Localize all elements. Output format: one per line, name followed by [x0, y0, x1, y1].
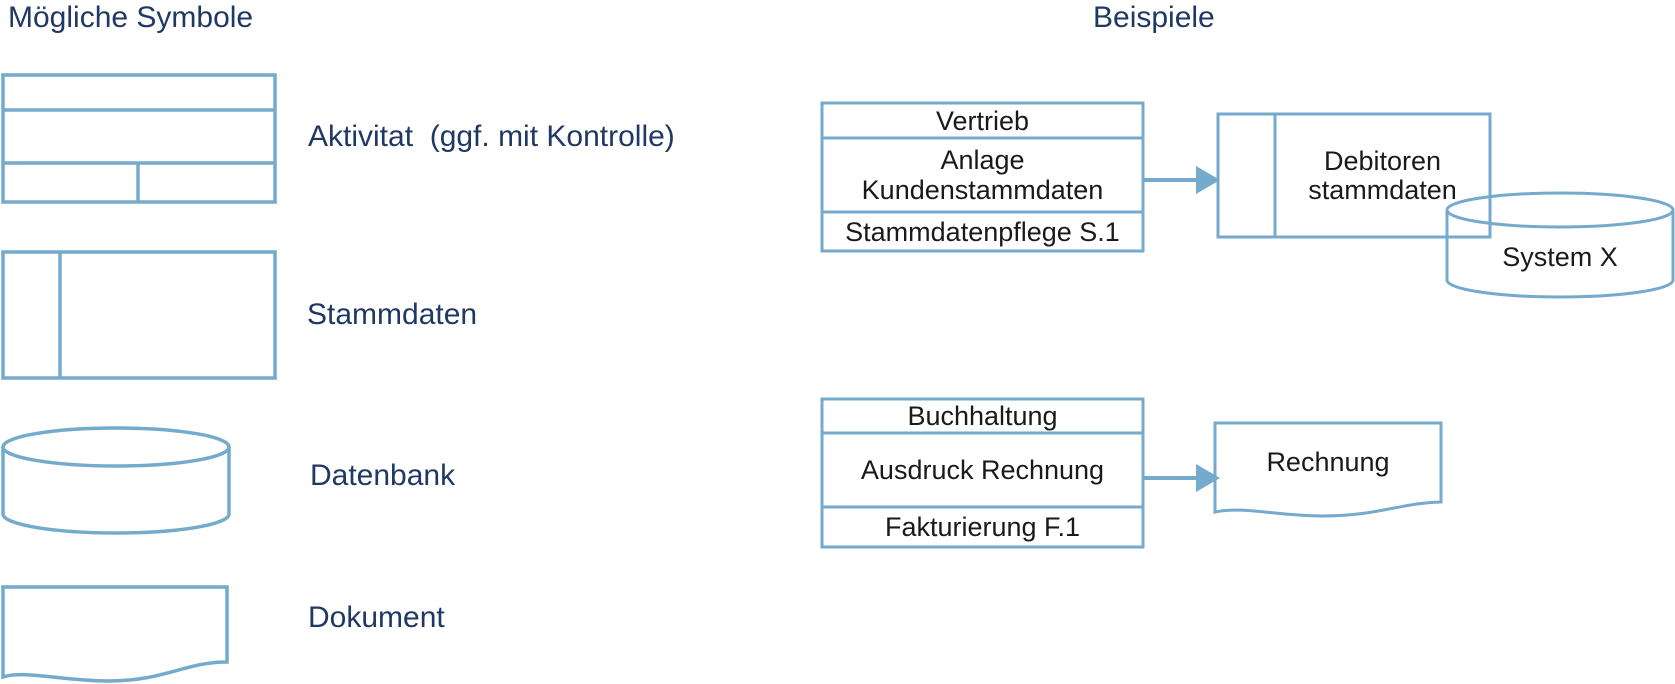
example1-task-line1: Anlage — [940, 145, 1025, 175]
masterdata-symbol — [1, 250, 277, 380]
example1-activity-box — [820, 101, 1145, 253]
flow-arrow-2 — [1144, 464, 1220, 492]
flow-arrow-1 — [1144, 166, 1220, 194]
example1-masterdata-line1: Debitoren — [1323, 145, 1442, 176]
example1-task-line2: Kundenstammdaten — [861, 175, 1104, 205]
example2-document-shape — [1213, 421, 1443, 518]
example1-masterdata-line2: stammdaten — [1308, 174, 1457, 205]
example2-process-ref: Fakturierung F.1 — [884, 512, 1081, 542]
example2-org-unit: Buchhaltung — [907, 401, 1058, 431]
example2-document-label: Rechnung — [1266, 447, 1390, 477]
document-symbol — [1, 585, 229, 683]
legend-label-activity: Aktivitat (ggf. mit Kontrolle) — [308, 120, 675, 153]
left-column-heading: Mögliche Symbole — [8, 1, 254, 34]
example1-database-label: System X — [1502, 242, 1618, 272]
example1-masterdata-text: Debitoren stammdaten — [1275, 114, 1490, 237]
example1-masterdata-box — [1216, 112, 1492, 239]
database-symbol — [1, 426, 231, 535]
example2-activity-box — [820, 397, 1145, 549]
example1-database-cylinder — [1445, 191, 1675, 299]
legend-label-database: Datenbank — [310, 459, 456, 492]
legend-label-masterdata: Stammdaten — [307, 298, 478, 331]
example2-task: Ausdruck Rechnung — [860, 455, 1105, 485]
right-column-heading: Beispiele — [1093, 1, 1215, 34]
example1-process-ref: Stammdatenpflege S.1 — [845, 216, 1120, 247]
activity-symbol — [1, 73, 277, 204]
example1-org-unit: Vertrieb — [935, 105, 1030, 136]
example1-task: Anlage Kundenstammdaten — [822, 138, 1143, 212]
legend-label-document: Dokument — [308, 601, 445, 634]
